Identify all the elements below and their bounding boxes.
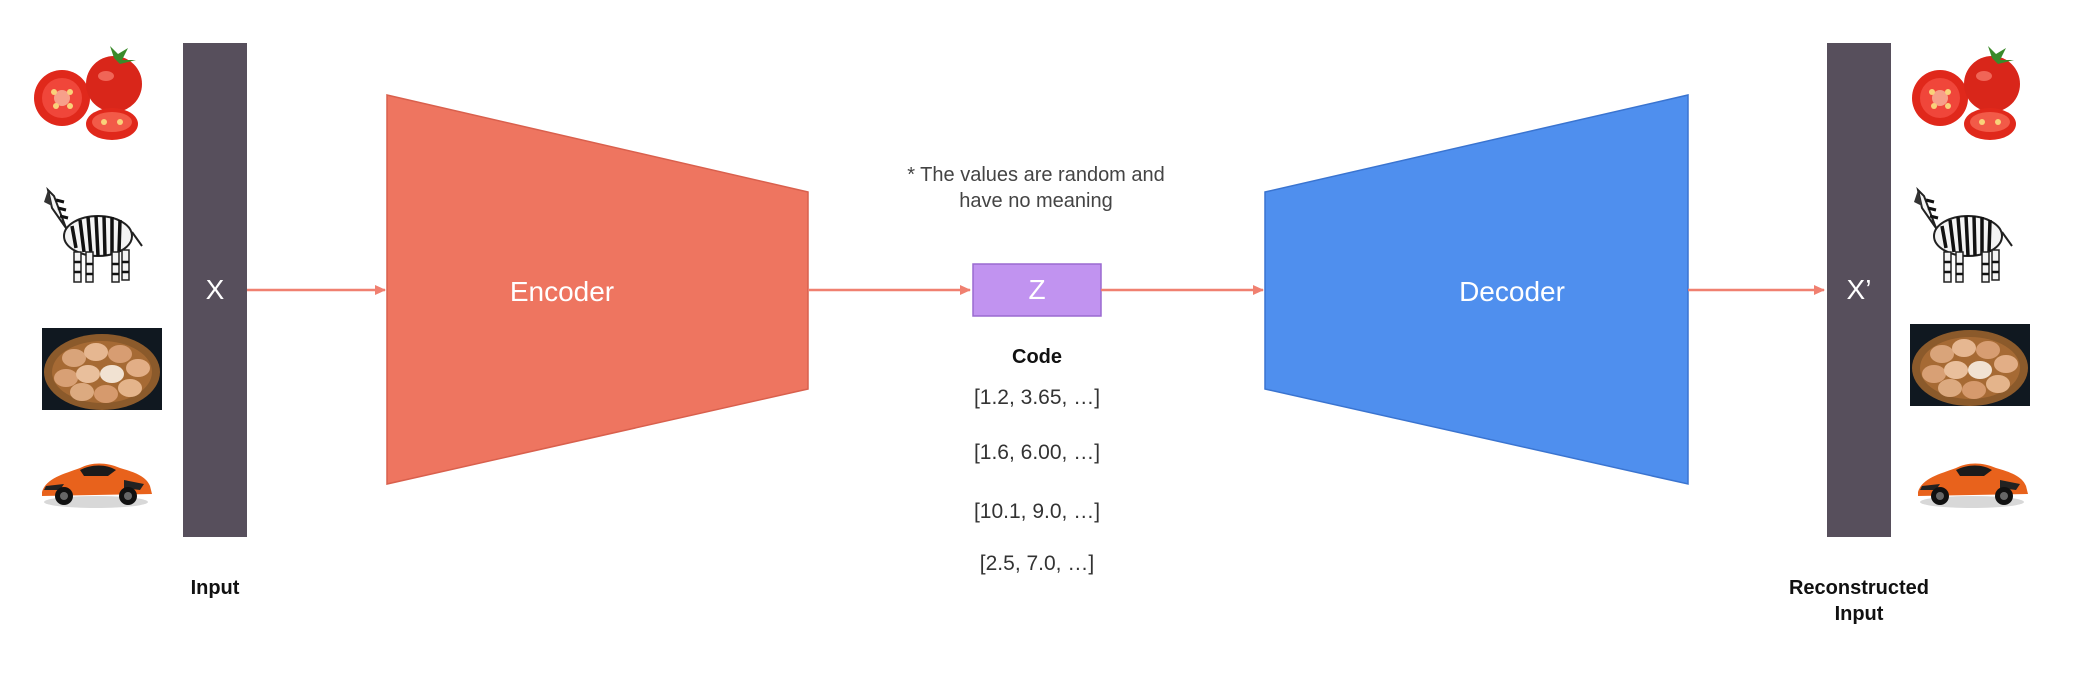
output-tomato-image xyxy=(1912,46,2020,140)
input-caption: Input xyxy=(191,577,240,599)
input-sports-car-image xyxy=(42,463,152,508)
output-sports-car-image xyxy=(1918,463,2028,508)
code-value-2: [1.6, 6.00, …] xyxy=(974,441,1100,464)
input-zebra-image xyxy=(42,188,144,284)
output-zebra-image xyxy=(1912,188,2014,284)
note-line-2: have no meaning xyxy=(959,190,1112,212)
code-caption: Code xyxy=(1012,346,1062,368)
output-caption-line-1: Reconstructed xyxy=(1789,577,1929,599)
output-caption-line-2: Input xyxy=(1835,603,1884,625)
note-line-1: * The values are random and xyxy=(907,164,1165,186)
input-eggs-basket-image xyxy=(42,328,162,410)
code-value-3: [10.1, 9.0, …] xyxy=(974,500,1100,523)
input-tomato-image xyxy=(34,46,142,140)
encoder-label: Encoder xyxy=(510,276,614,307)
input-image-column xyxy=(34,46,162,508)
latent-symbol: Z xyxy=(1028,274,1045,305)
output-symbol: X’ xyxy=(1847,274,1872,305)
output-stack-bar xyxy=(1827,43,1891,537)
output-eggs-basket-image xyxy=(1910,324,2030,406)
input-symbol: X xyxy=(206,274,225,305)
code-value-1: [1.2, 3.65, …] xyxy=(974,386,1100,409)
output-image-column xyxy=(1910,46,2030,508)
decoder-trapezoid xyxy=(1264,94,1689,485)
encoder-trapezoid xyxy=(386,94,809,485)
input-stack-bar xyxy=(183,43,247,537)
code-value-4: [2.5, 7.0, …] xyxy=(980,552,1094,575)
decoder-label: Decoder xyxy=(1459,276,1565,307)
